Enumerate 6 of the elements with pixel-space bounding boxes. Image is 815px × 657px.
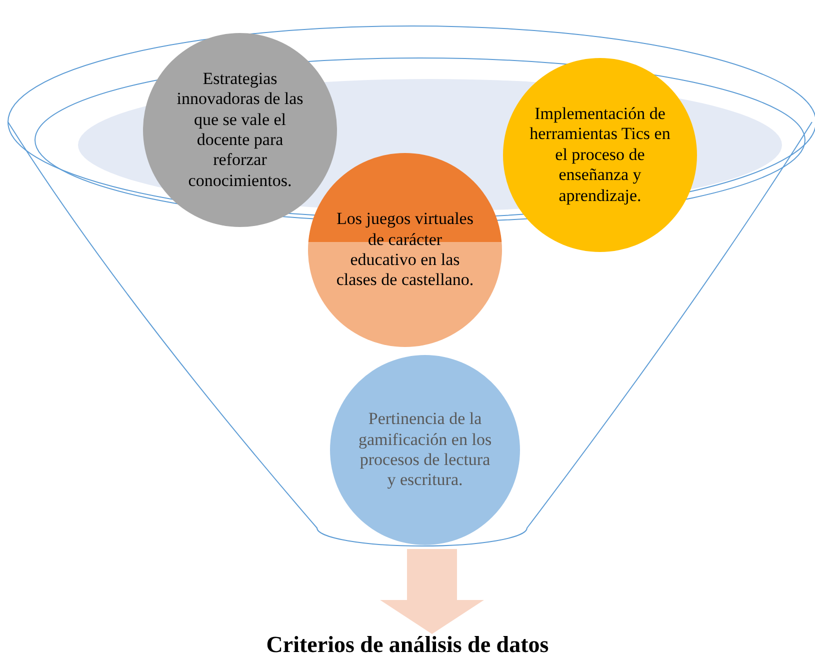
result-text: Criterios de análisis de datos xyxy=(200,633,615,656)
circle-node: Los juegos virtuales de carácter educativo en las clases de castellano. xyxy=(308,153,502,347)
circle-node: Pertinencia de la gamificación en los procesos de lectura y escritura. xyxy=(330,355,520,545)
circle-node: Implementación de herramientas Tics en el proceso de enseñanza y aprendizaje. xyxy=(503,58,697,252)
circle-node: Estrategias innovadoras de las que se vale el docente para reforzar conocimientos. xyxy=(143,33,337,227)
block-arrow xyxy=(380,549,484,634)
